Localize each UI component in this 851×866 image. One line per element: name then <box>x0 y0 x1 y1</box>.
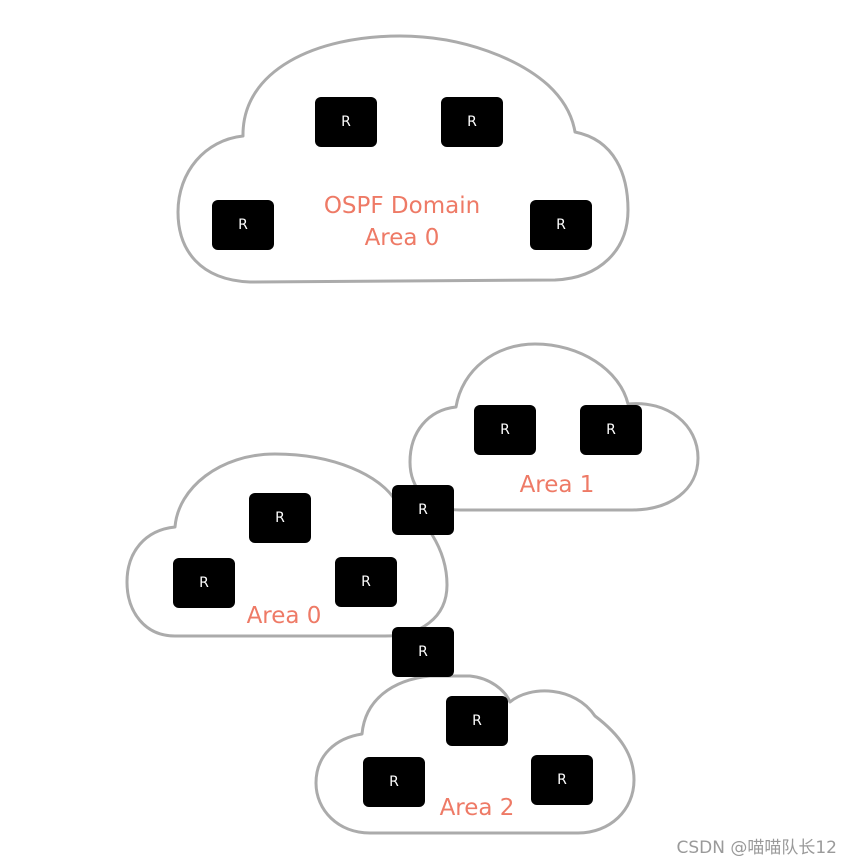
router-icon: R <box>335 557 397 607</box>
router-symbol: R <box>467 114 477 130</box>
router-symbol: R <box>557 772 567 788</box>
abr-router-area0-area1-icon: R <box>392 485 454 535</box>
router-icon: R <box>474 405 536 455</box>
router-symbol: R <box>556 217 566 233</box>
router-icon: R <box>441 97 503 147</box>
abr-router-area0-area2-icon: R <box>392 627 454 677</box>
router-symbol: R <box>418 644 428 660</box>
watermark: CSDN @喵喵队长12 <box>676 838 837 858</box>
router-symbol: R <box>341 114 351 130</box>
router-icon: R <box>363 757 425 807</box>
router-symbol: R <box>199 575 209 591</box>
area0-label: Area 0 <box>247 603 322 629</box>
router-symbol: R <box>500 422 510 438</box>
router-icon: R <box>580 405 642 455</box>
router-symbol: R <box>389 774 399 790</box>
cloud-ospf-domain <box>176 34 630 284</box>
cloud-area-1 <box>408 342 700 512</box>
router-icon: R <box>173 558 235 608</box>
router-icon: R <box>446 696 508 746</box>
router-symbol: R <box>606 422 616 438</box>
router-icon: R <box>530 200 592 250</box>
area2-label: Area 2 <box>440 795 515 821</box>
router-icon: R <box>315 97 377 147</box>
router-icon: R <box>531 755 593 805</box>
router-icon: R <box>249 493 311 543</box>
router-symbol: R <box>472 713 482 729</box>
router-symbol: R <box>275 510 285 526</box>
top-area0-label: Area 0 <box>365 225 440 251</box>
router-symbol: R <box>361 574 371 590</box>
router-icon: R <box>212 200 274 250</box>
router-symbol: R <box>238 217 248 233</box>
ospf-domain-title: OSPF Domain <box>324 193 480 219</box>
router-symbol: R <box>418 502 428 518</box>
area1-label: Area 1 <box>520 472 595 498</box>
